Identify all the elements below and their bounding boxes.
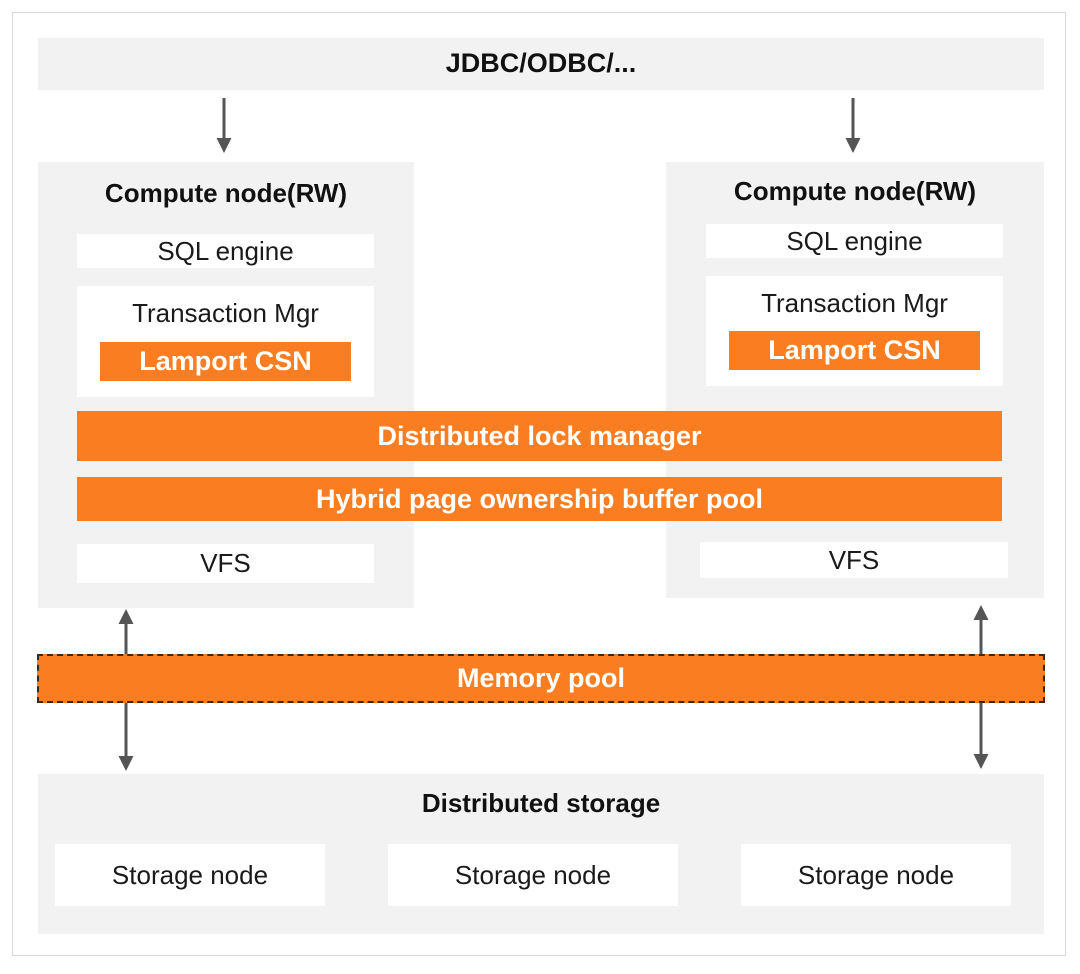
storage-title: Distributed storage: [421, 788, 661, 818]
distributed-lock-manager: Distributed lock manager: [77, 411, 1002, 461]
memory-pool: Memory pool: [37, 654, 1045, 703]
client-panel: [38, 38, 1044, 90]
compute-node-1-vfs: VFS: [77, 544, 374, 583]
compute-node-2-vfs: VFS: [700, 542, 1008, 578]
storage-node-3: Storage node: [741, 844, 1011, 906]
storage-node-2: Storage node: [388, 844, 678, 906]
client-label: JDBC/ODBC/...: [445, 48, 637, 78]
compute-node-1-sql-engine: SQL engine: [77, 234, 374, 268]
compute-node-1-title: Compute node(RW): [104, 178, 348, 208]
storage-node-1: Storage node: [55, 844, 325, 906]
compute-node-2-sql-engine: SQL engine: [706, 224, 1003, 258]
hybrid-buffer-pool: Hybrid page ownership buffer pool: [77, 477, 1002, 521]
compute-node-2-lamport-csn: Lamport CSN: [729, 331, 980, 370]
compute-node-2-title: Compute node(RW): [733, 176, 977, 206]
compute-node-1-lamport-csn: Lamport CSN: [100, 342, 351, 381]
